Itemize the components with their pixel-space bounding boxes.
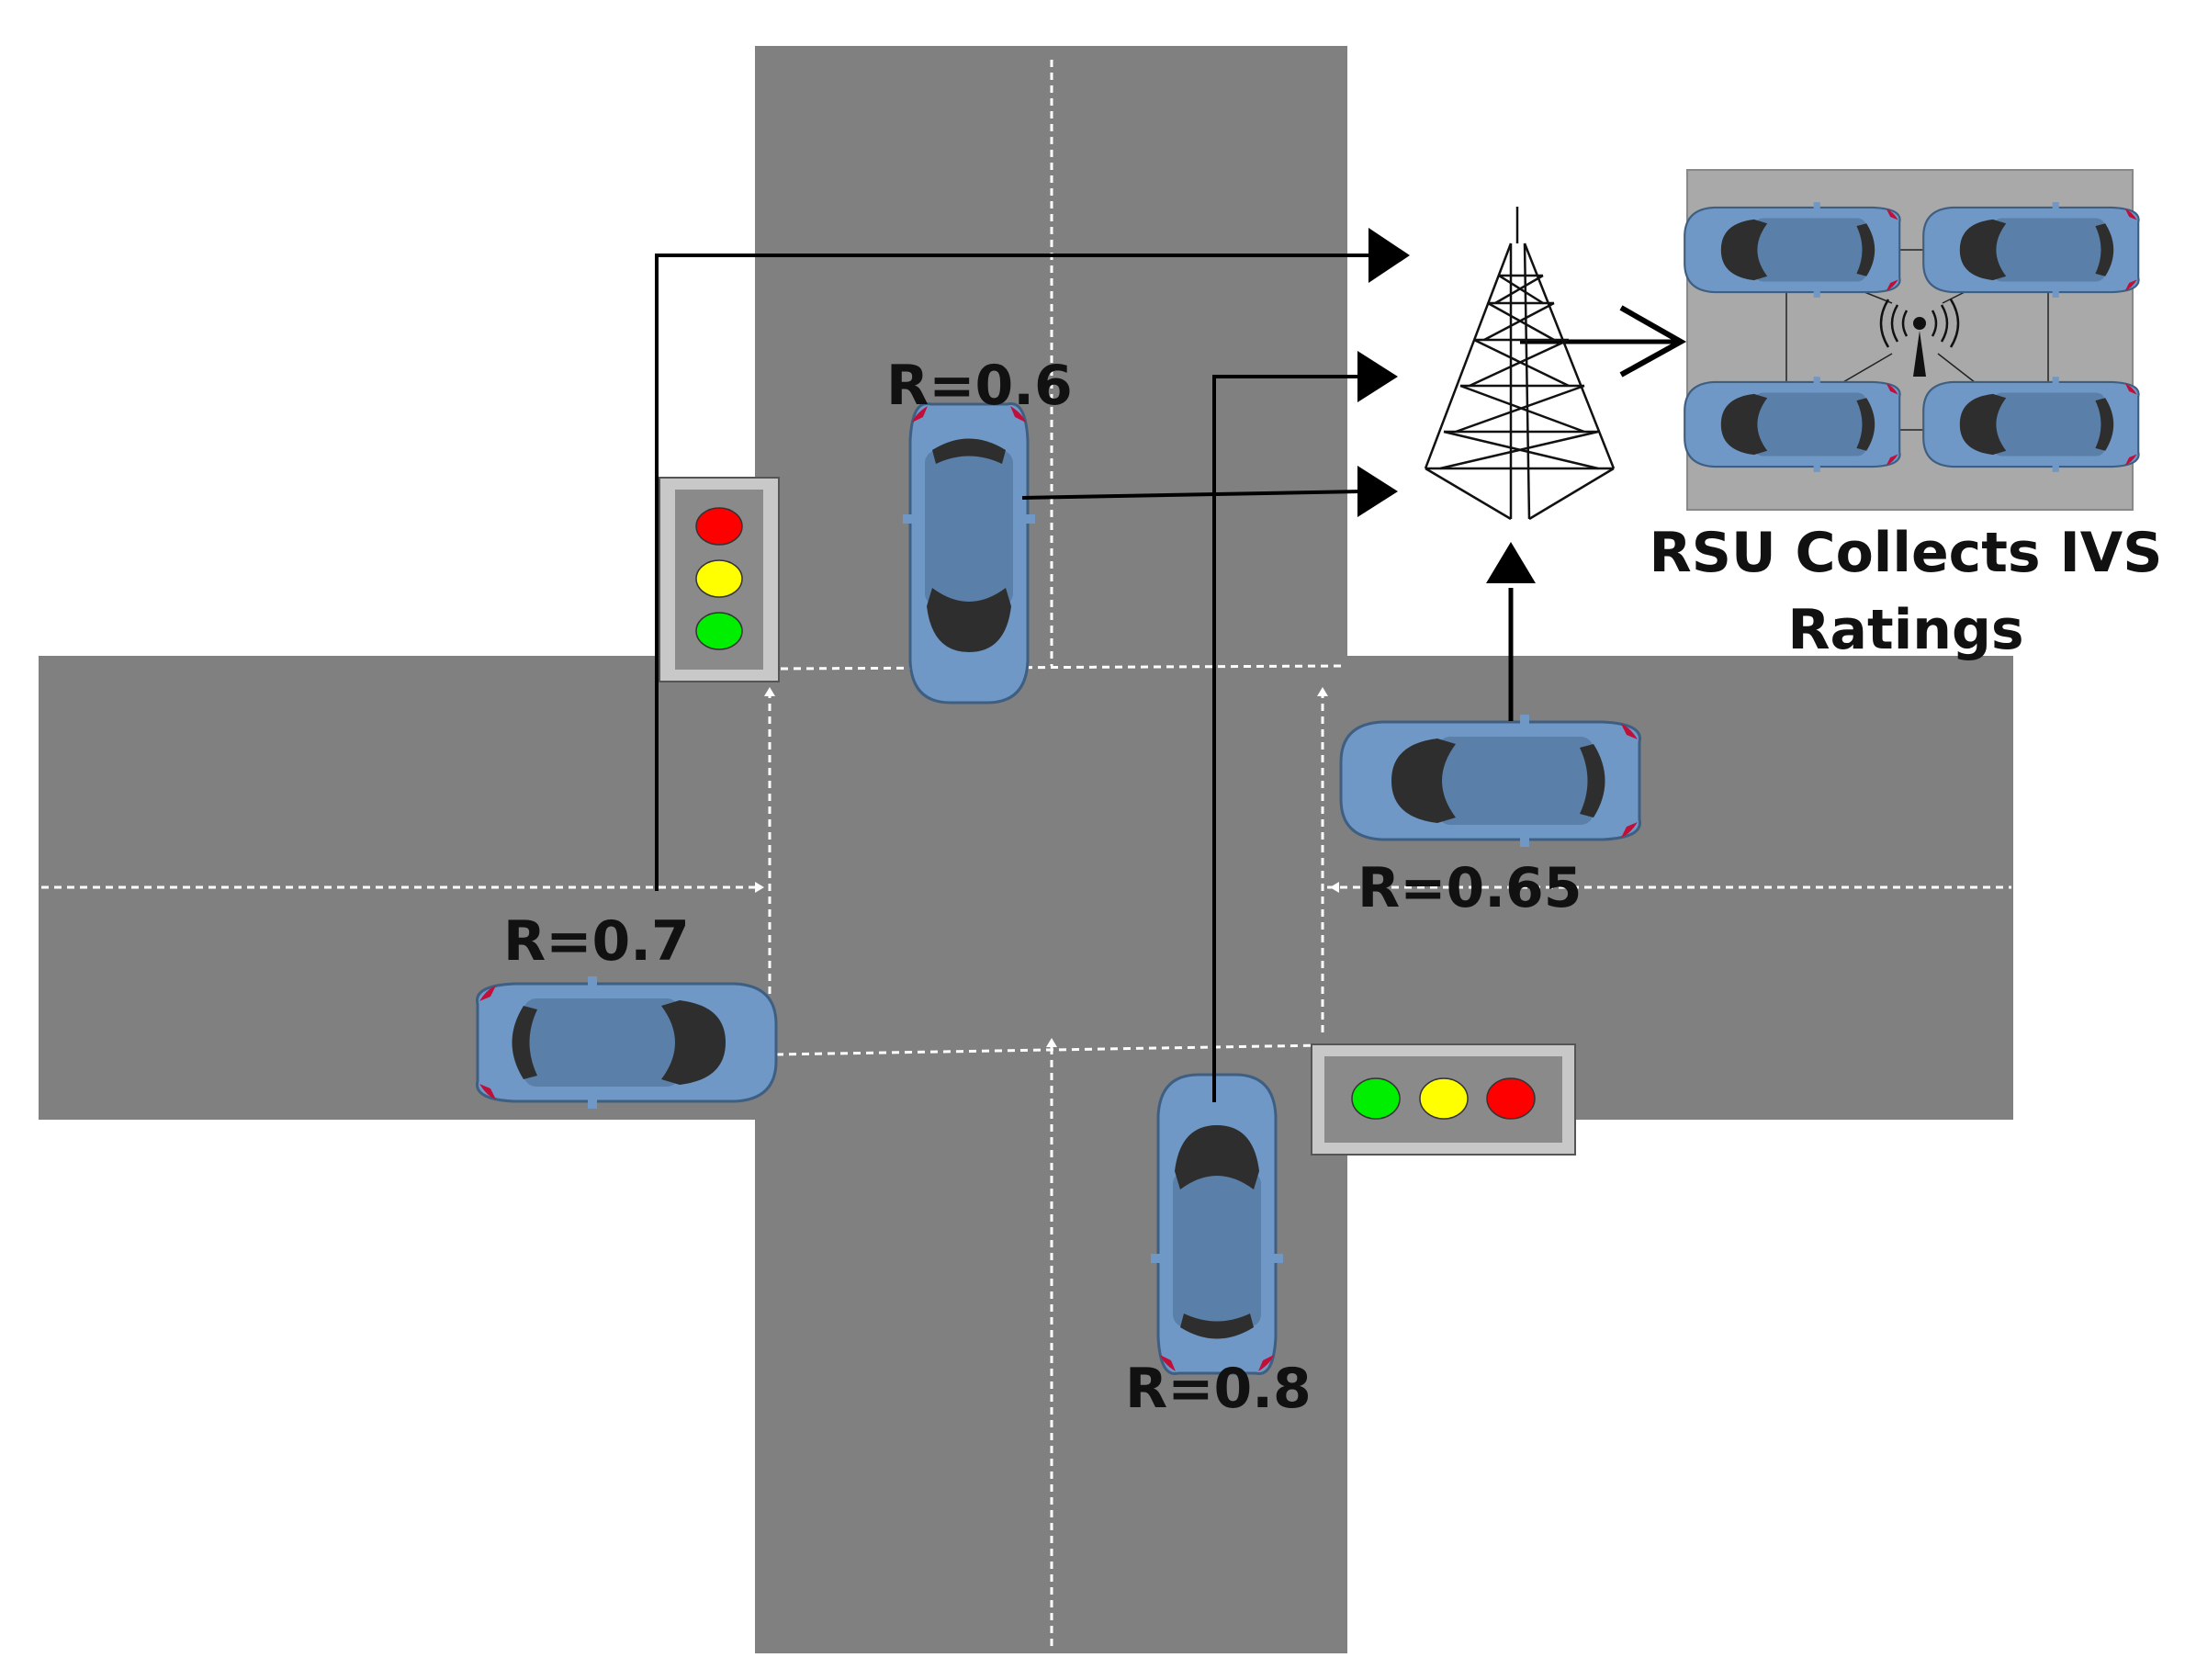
car-icon bbox=[1923, 377, 2138, 472]
car-icon bbox=[1684, 202, 1899, 298]
rating-label-car-right: R=0.65 bbox=[1357, 856, 1582, 920]
rating-label-car-bottom: R=0.8 bbox=[1125, 1357, 1312, 1421]
intersection bbox=[39, 46, 2013, 1653]
traffic-light-icon bbox=[1311, 1043, 1576, 1156]
rsu-caption-line2: Ratings bbox=[1787, 598, 2023, 662]
stop-line bbox=[775, 1043, 1323, 1056]
car-icon bbox=[476, 975, 778, 1111]
car-icon bbox=[1923, 202, 2138, 298]
rsu-caption-line1: RSU Collects IVS bbox=[1650, 521, 2163, 585]
cell-tower-icon bbox=[1424, 207, 1616, 521]
rating-label-car-top: R=0.6 bbox=[886, 354, 1073, 418]
car-icon bbox=[1149, 1073, 1285, 1375]
rsu-panel bbox=[1684, 169, 2138, 511]
wireless-antenna-icon bbox=[1879, 299, 1960, 377]
car-icon bbox=[1684, 377, 1899, 472]
arrow-icon bbox=[655, 254, 1687, 1102]
stop-line bbox=[780, 664, 1342, 671]
car-icon bbox=[1339, 713, 1641, 849]
traffic-light-icon bbox=[659, 477, 780, 682]
arrow-icon bbox=[1357, 228, 1536, 583]
rating-label-car-left: R=0.7 bbox=[503, 909, 690, 974]
car-icon bbox=[901, 402, 1037, 705]
